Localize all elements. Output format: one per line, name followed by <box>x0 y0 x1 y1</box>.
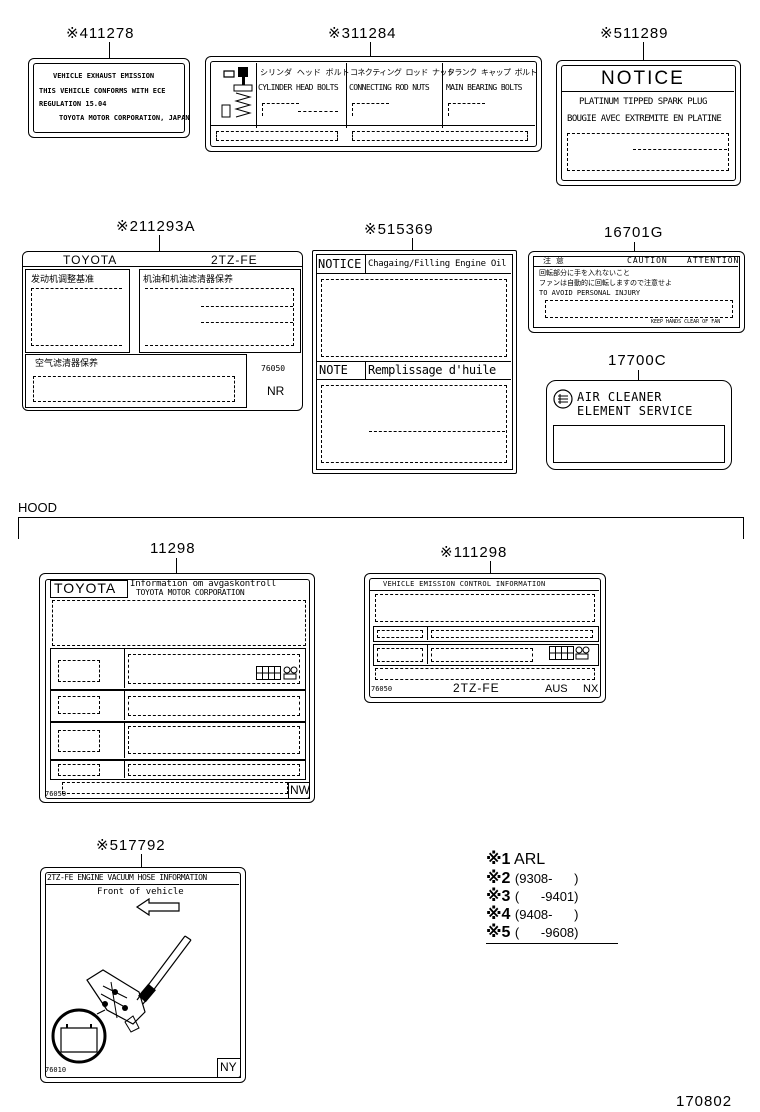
oil-notice: NOTICE <box>318 257 362 271</box>
legend-mark-4: ※4 <box>486 906 511 923</box>
diagram-id: 170802 <box>676 1093 733 1110</box>
torque-col3-en: MAIN BEARING BOLTS <box>446 83 523 92</box>
part-number-11293a[interactable]: ※211293A <box>116 218 196 235</box>
legend-mark-5: ※5 <box>486 924 511 941</box>
label-11298-emission-info: TOYOTA Information om avgaskontroll TOYO… <box>39 573 315 803</box>
caution-jp-head: 注 意 <box>543 256 564 265</box>
torque-col2-en: CONNECTING ROD NUTS <box>349 83 430 92</box>
info-a-title: Information om avgaskontroll <box>130 579 277 589</box>
part-number-16701g[interactable]: 16701G <box>604 224 664 241</box>
china-engine: 2TZ-FE <box>211 253 258 267</box>
torque-col1-jp: シリンダ ヘッド ボルト <box>260 68 350 77</box>
spark-line-1: PLATINUM TIPPED SPARK PLUG <box>579 97 707 107</box>
emission-line-1: VEHICLE EXHAUST EMISSION <box>53 72 155 80</box>
legend-text-1: ARL <box>514 851 546 868</box>
vacuum-suffix: NY <box>220 1060 237 1074</box>
caution-word: CAUTION <box>627 256 668 265</box>
aircleaner-line-2: ELEMENT SERVICE <box>577 404 693 418</box>
legend-text-3: ( -9401) <box>514 889 579 904</box>
china-suffix: NR <box>267 384 285 398</box>
china-box3: 空气滤清器保养 <box>35 359 99 369</box>
part-number-15369[interactable]: ※515369 <box>364 221 434 238</box>
part-number-17792[interactable]: ※517792 <box>96 837 166 854</box>
legend-mark-3: ※3 <box>486 888 511 905</box>
label-11284-torque-spec: シリンダ ヘッド ボルト CYLINDER HEAD BOLTS コネクティング… <box>205 56 542 152</box>
info-b-engine: 2TZ-FE <box>453 681 500 695</box>
torque-col3-jp: クランク キャップ ボルト <box>447 68 537 77</box>
vacuum-hose-diagram <box>51 935 192 1064</box>
caution-line-2: ファンは自動的に回転しますので注意せよ <box>539 279 672 287</box>
oil-notice-text: Chagaing/Filling Engine Oil <box>368 259 507 269</box>
emission-line-2: THIS VEHICLE CONFORMS WITH ECE <box>39 87 166 95</box>
label-17792-vacuum-hose-info: 2TZ-FE ENGINE VACUUM HOSE INFORMATION Fr… <box>40 867 246 1083</box>
spark-notice-title: NOTICE <box>601 68 685 89</box>
label-11293a-china-service: TOYOTA 2TZ-FE 发动机调整基准 机油和机油滤清器保养 空气滤清器保养… <box>22 251 303 411</box>
emission-line-3: REGULATION 15.04 <box>39 100 107 108</box>
label-17700c-air-cleaner: AIR CLEANER ELEMENT SERVICE <box>546 380 732 470</box>
oil-note-text: Remplissage d'huile <box>368 363 496 377</box>
info-b-code: 76050 <box>371 685 393 693</box>
info-a-code: 76050 <box>45 790 67 798</box>
legend-mark-2: ※2 <box>486 870 511 887</box>
hood-bracket <box>18 517 744 518</box>
label-16701g-fan-caution: 注 意 CAUTION ATTENTION 回転部分に手を入れないこと ファンは… <box>528 251 745 333</box>
info-a-brand: TOYOTA <box>54 580 117 596</box>
china-box1: 发动机调整基准 <box>31 275 95 285</box>
hood-title: HOOD <box>18 500 57 515</box>
china-code: 76050 <box>261 364 286 373</box>
aircleaner-line-1: AIR CLEANER <box>577 390 662 404</box>
china-brand: TOYOTA <box>63 253 118 267</box>
caution-line-3: TO AVOID PERSONAL INJURY <box>539 289 641 297</box>
front-arrow-icon <box>135 897 180 917</box>
info-b-grid-icon <box>549 646 590 660</box>
attention-word: ATTENTION <box>687 256 740 265</box>
part-number-11278[interactable]: ※411278 <box>66 25 135 42</box>
info-a-suffix: NW <box>290 783 310 797</box>
torque-col1-en: CYLINDER HEAD BOLTS <box>258 83 339 92</box>
emission-line-4: TOYOTA MOTOR CORPORATION, JAPAN <box>59 114 190 122</box>
vacuum-code: 76010 <box>45 1066 67 1074</box>
vacuum-front-of-vehicle: Front of vehicle <box>97 887 184 897</box>
air-cleaner-symbol-icon <box>553 389 573 409</box>
caution-line-1: 回転部分に手を入れないこと <box>539 269 630 277</box>
vacuum-title: 2TZ-FE ENGINE VACUUM HOSE INFORMATION <box>47 873 207 882</box>
info-a-subtitle: TOYOTA MOTOR CORPORATION <box>136 588 245 597</box>
part-number-11298[interactable]: 11298 <box>150 540 196 557</box>
legend-text-4: (9408- ) <box>514 907 579 922</box>
info-b-region: AUS <box>545 683 568 695</box>
torque-col2-jp: コネクティング ロッド ナット <box>350 68 455 77</box>
legend-text-5: ( -9608) <box>514 925 579 940</box>
part-number-17700c[interactable]: 17700C <box>608 352 667 369</box>
label-11298-arl-emission-info: VEHICLE EMISSION CONTROL INFORMATION 760… <box>364 573 606 703</box>
part-number-11298-arl[interactable]: ※111298 <box>440 544 508 561</box>
legend-mark-1: ※1 <box>486 851 511 868</box>
part-number-11284[interactable]: ※311284 <box>328 25 397 42</box>
caution-footer: KEEP HANDS CLEAR OF FAN <box>651 319 721 325</box>
oil-note: NOTE <box>319 363 348 377</box>
info-b-title: VEHICLE EMISSION CONTROL INFORMATION <box>383 580 546 588</box>
bolt-wrench-icon <box>221 67 253 118</box>
spark-line-2: BOUGIE AVEC EXTREMITE EN PLATINE <box>567 114 722 124</box>
legend-text-2: (9308- ) <box>514 871 579 886</box>
china-box2: 机油和机油滤清器保养 <box>143 275 234 285</box>
part-number-11289[interactable]: ※511289 <box>600 25 669 42</box>
label-15369-engine-oil: NOTICE Chagaing/Filling Engine Oil NOTE … <box>312 250 517 474</box>
label-11278-exhaust-emission: VEHICLE EXHAUST EMISSION THIS VEHICLE CO… <box>28 58 190 138</box>
info-a-grid-icon <box>256 666 298 680</box>
info-b-suffix: NX <box>583 683 599 695</box>
label-11289-spark-plug-notice: NOTICE PLATINUM TIPPED SPARK PLUG BOUGIE… <box>556 60 741 186</box>
